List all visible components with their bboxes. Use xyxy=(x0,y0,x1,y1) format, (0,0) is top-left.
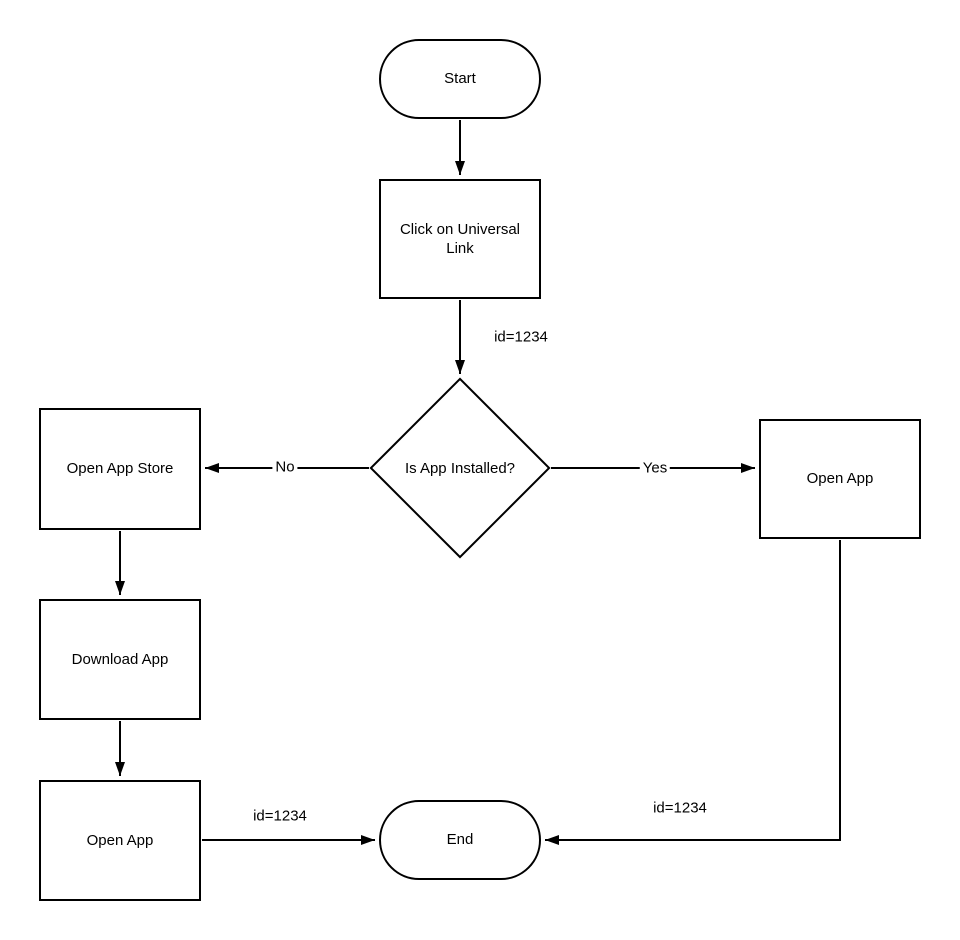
node-open-app-no-label: Open App xyxy=(86,831,154,849)
node-click-universal-link-label: Click on Universal Link xyxy=(399,220,521,258)
node-start-label: Start xyxy=(444,70,476,88)
edge-label-id-open-yes-to-end: id=1234 xyxy=(653,799,707,817)
node-open-app-store[interactable]: Open App Store xyxy=(39,408,201,530)
node-start[interactable]: Start xyxy=(379,39,541,119)
node-open-app-yes-label: Open App xyxy=(806,470,874,488)
node-end[interactable]: End xyxy=(379,800,541,880)
edge-label-id-open-no-to-end: id=1234 xyxy=(253,807,307,825)
node-is-app-installed-label: Is App Installed? xyxy=(404,459,516,477)
node-open-app-yes[interactable]: Open App xyxy=(759,419,921,539)
node-open-app-no[interactable]: Open App xyxy=(39,780,201,901)
node-click-universal-link[interactable]: Click on Universal Link xyxy=(379,179,541,299)
node-open-app-store-label: Open App Store xyxy=(66,460,174,478)
edge-label-id-click-to-decision: id=1234 xyxy=(494,328,548,346)
edge-label-no: No xyxy=(272,458,298,476)
node-download-app-label: Download App xyxy=(71,650,169,668)
edge-open-yes-to-end[interactable] xyxy=(545,540,841,845)
node-end-label: End xyxy=(446,831,474,849)
node-download-app[interactable]: Download App xyxy=(39,599,201,720)
edge-label-yes: Yes xyxy=(639,459,671,477)
